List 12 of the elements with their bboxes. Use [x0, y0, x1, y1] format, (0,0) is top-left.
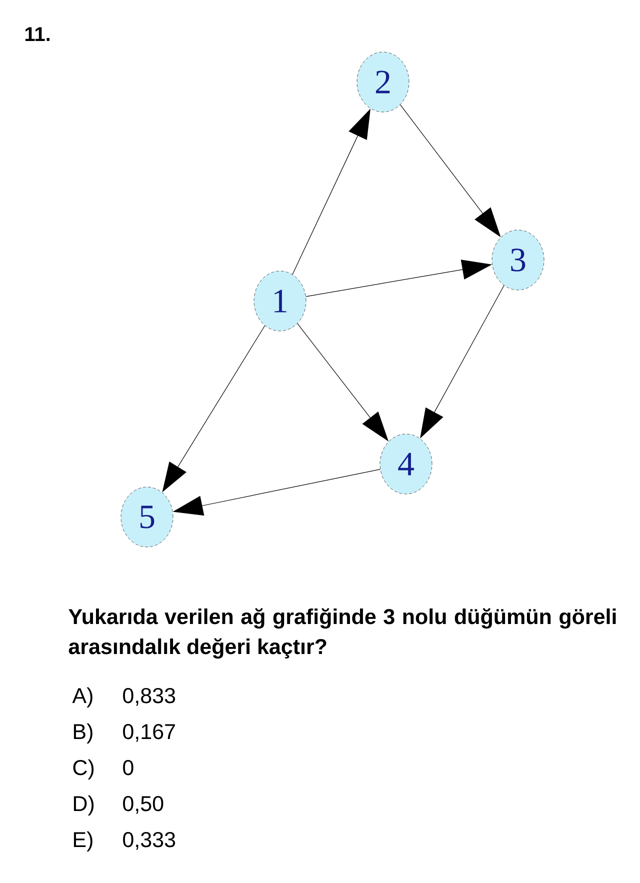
question-text: Yukarıda verilen ağ grafiğinde 3 nolu düğümün göreli arasındalık değeri kaçtır?	[68, 608, 616, 659]
option-value: 0,50	[123, 796, 164, 814]
option-letter: A)	[72, 687, 92, 708]
option-letter: D)	[74, 795, 94, 816]
option-letter: C)	[73, 759, 94, 780]
option-value: 0,333	[123, 832, 176, 850]
option-value: 0,833	[123, 688, 176, 706]
option-letter: B)	[74, 723, 92, 744]
option-letter: E)	[74, 831, 92, 852]
option-value: 0	[123, 760, 134, 776]
question-number: 11.	[25, 27, 50, 41]
option-value: 0,167	[123, 724, 175, 742]
